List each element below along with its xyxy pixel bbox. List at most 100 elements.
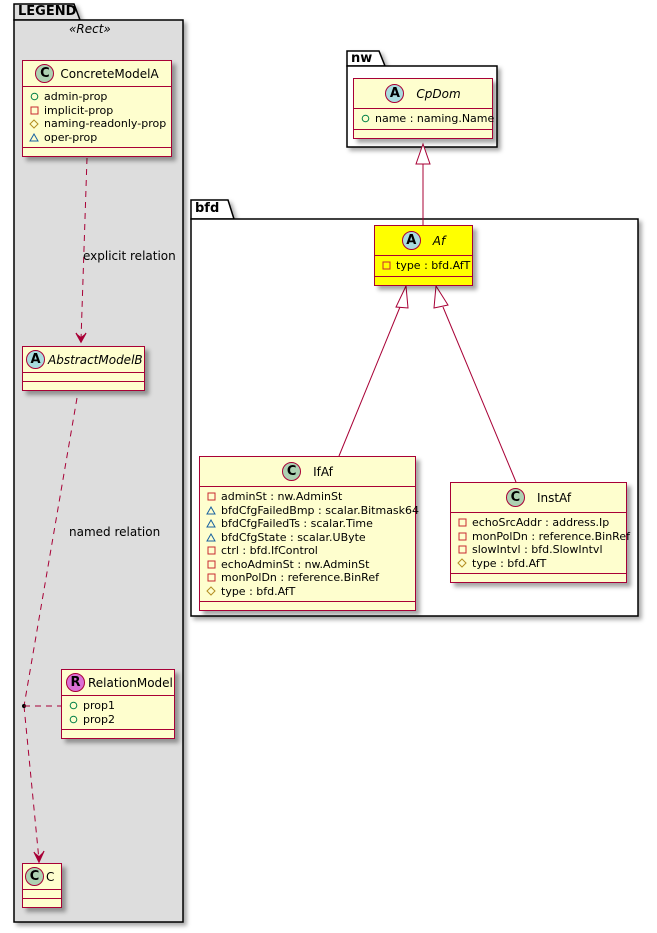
class-name: RelationModel bbox=[88, 675, 173, 690]
attribute-text: type : bfd.AfT bbox=[221, 584, 296, 598]
class-header: C C bbox=[23, 864, 61, 890]
operation-list bbox=[23, 382, 144, 390]
class-header: C ConcreteModelA bbox=[23, 61, 171, 87]
class-name: C bbox=[46, 869, 55, 884]
class-af[interactable]: A Af type : bfd.AfT bbox=[374, 225, 473, 286]
attribute-list: name : naming.Name bbox=[354, 109, 494, 130]
private-visibility-icon bbox=[29, 105, 39, 115]
attribute-text: implicit-prop bbox=[44, 103, 114, 117]
class-spot-icon: C bbox=[505, 488, 525, 507]
public-visibility-icon bbox=[29, 92, 39, 102]
package-visibility-icon bbox=[206, 505, 216, 515]
class-header: C InstAf bbox=[451, 483, 626, 513]
attribute-text: admin-prop bbox=[44, 90, 108, 103]
class-name: AbstractModelB bbox=[48, 352, 143, 367]
nw-package-label: nw bbox=[351, 51, 373, 66]
attribute-row: monPolDn : reference.BinRef bbox=[206, 571, 409, 585]
relation-spot-icon: R bbox=[66, 673, 85, 692]
class-spot-icon: C bbox=[25, 867, 44, 886]
attribute-text: bfdCfgState : scalar.UByte bbox=[221, 530, 366, 544]
protected-visibility-icon bbox=[29, 119, 39, 129]
attribute-row: admin-prop bbox=[29, 90, 165, 104]
attribute-text: type : bfd.AfT bbox=[396, 259, 471, 272]
attribute-row: echoSrcAddr : address.Ip bbox=[457, 516, 620, 530]
bfd-package-label: bfd bbox=[195, 201, 220, 216]
private-visibility-icon bbox=[206, 573, 216, 583]
attribute-row: monPolDn : reference.BinRef bbox=[457, 530, 630, 544]
attribute-row: bfdCfgState : scalar.UByte bbox=[206, 531, 409, 545]
edge-af-extends-cpdom bbox=[415, 142, 431, 225]
public-visibility-icon bbox=[68, 714, 78, 724]
class-name: CpDom bbox=[416, 86, 461, 101]
class-header: A CpDom bbox=[354, 79, 492, 109]
operation-list bbox=[451, 574, 626, 582]
attribute-text: ctrl : bfd.IfControl bbox=[221, 544, 318, 557]
class-spot-icon: C bbox=[282, 462, 302, 481]
attribute-text: slowIntvl : bfd.SlowIntvl bbox=[472, 543, 603, 556]
package-visibility-icon bbox=[206, 532, 216, 542]
explicit-relation-label: explicit relation bbox=[83, 249, 176, 263]
private-visibility-icon bbox=[457, 545, 467, 555]
private-visibility-icon bbox=[381, 261, 391, 271]
private-visibility-icon bbox=[457, 518, 467, 528]
attribute-text: type : bfd.AfT bbox=[472, 556, 547, 570]
edge-ifaf-extends-af bbox=[338, 284, 409, 457]
attribute-row: naming-readonly-prop bbox=[29, 117, 167, 131]
class-header: C IfAf bbox=[200, 457, 415, 487]
class-abstract-model-b[interactable]: A AbstractModelB bbox=[22, 346, 145, 391]
legend-package-label: LEGEND bbox=[18, 4, 77, 19]
abstract-spot-icon: A bbox=[401, 231, 421, 250]
private-visibility-icon bbox=[457, 531, 467, 541]
abstract-spot-icon: A bbox=[26, 350, 45, 369]
edge-explicit-relation bbox=[75, 157, 88, 344]
attribute-text: monPolDn : reference.BinRef bbox=[472, 529, 630, 543]
attribute-text: naming-readonly-prop bbox=[44, 117, 167, 130]
attribute-row: oper-prop bbox=[29, 131, 165, 145]
attribute-list bbox=[23, 373, 144, 382]
attribute-row: name : naming.Name bbox=[360, 112, 494, 126]
abstract-spot-icon: A bbox=[385, 84, 405, 103]
attribute-text: name : naming.Name bbox=[375, 112, 495, 125]
package-visibility-icon bbox=[29, 132, 39, 142]
operation-list bbox=[200, 602, 415, 610]
operation-list bbox=[354, 130, 492, 138]
attribute-list: admin-prop implicit-prop naming-readonly… bbox=[23, 87, 171, 148]
legend-stereotype: «Rect» bbox=[69, 22, 111, 36]
attribute-text: adminSt : nw.AdminSt bbox=[221, 490, 343, 503]
public-visibility-icon bbox=[68, 701, 78, 711]
attribute-text: monPolDn : reference.BinRef bbox=[221, 571, 379, 584]
attribute-row: adminSt : nw.AdminSt bbox=[206, 490, 409, 504]
attribute-text: bfdCfgFailedBmp : scalar.Bitmask64 bbox=[221, 503, 420, 517]
edge-named-relation bbox=[22, 397, 78, 864]
class-header: A AbstractModelB bbox=[23, 347, 144, 373]
public-visibility-icon bbox=[360, 114, 370, 124]
attribute-row: ctrl : bfd.IfControl bbox=[206, 544, 409, 558]
private-visibility-icon bbox=[206, 546, 216, 556]
attribute-text: prop1 bbox=[83, 699, 115, 712]
class-concrete-model-a[interactable]: C ConcreteModelA admin-prop implicit-pro… bbox=[22, 60, 172, 157]
class-c[interactable]: C C bbox=[22, 863, 62, 908]
attribute-row: bfdCfgFailedBmp : scalar.Bitmask64 bbox=[206, 504, 419, 518]
operation-list bbox=[62, 730, 174, 738]
legend-package bbox=[13, 3, 184, 923]
attribute-list bbox=[23, 890, 61, 899]
attribute-text: oper-prop bbox=[44, 130, 98, 144]
attribute-row: prop1 bbox=[68, 699, 168, 713]
class-relation-model[interactable]: R RelationModel prop1 prop2 bbox=[61, 669, 175, 739]
operation-list bbox=[375, 277, 472, 285]
class-name: ConcreteModelA bbox=[60, 66, 159, 81]
attribute-row: echoAdminSt : nw.AdminSt bbox=[206, 558, 409, 572]
attribute-text: bfdCfgFailedTs : scalar.Time bbox=[221, 517, 373, 530]
class-spot-icon: C bbox=[35, 64, 55, 83]
class-cpdom[interactable]: A CpDom name : naming.Name bbox=[353, 78, 494, 139]
operation-list bbox=[23, 148, 171, 156]
package-visibility-icon bbox=[206, 519, 216, 529]
protected-visibility-icon bbox=[206, 586, 216, 596]
named-relation-label: named relation bbox=[69, 525, 161, 539]
attribute-row: bfdCfgFailedTs : scalar.Time bbox=[206, 517, 409, 531]
private-visibility-icon bbox=[206, 559, 216, 569]
